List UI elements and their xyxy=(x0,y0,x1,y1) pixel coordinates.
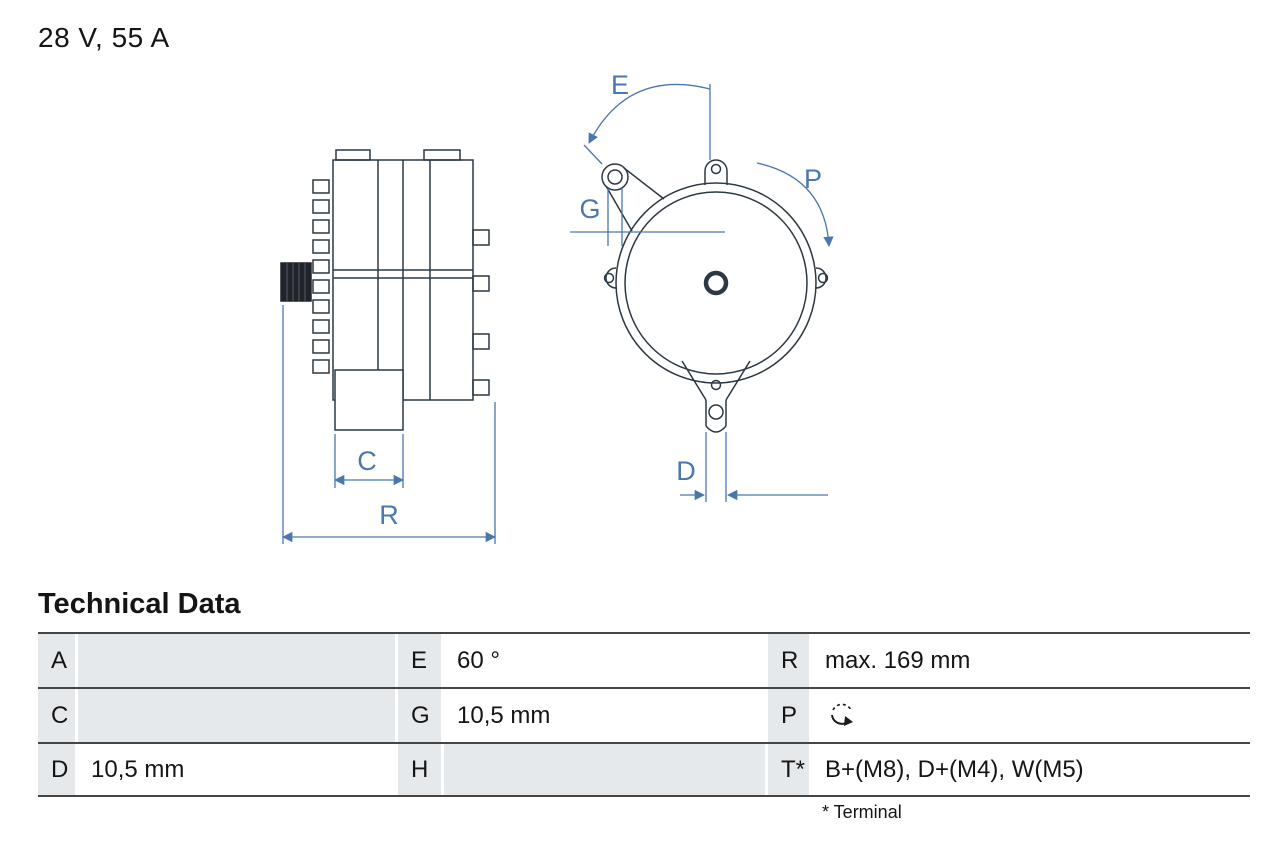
rotation-direction-icon xyxy=(831,703,853,726)
shaft-hole xyxy=(703,270,729,296)
param-d-key: D xyxy=(38,744,78,795)
front-view xyxy=(601,159,829,433)
param-r-value: max. 169 mm xyxy=(825,646,971,674)
shaft-thread xyxy=(280,262,312,302)
param-a-value xyxy=(78,634,398,687)
table-row: D 10,5 mm H T* B+(M8), D+(M4), W(M5) xyxy=(38,742,1250,797)
table-row: C G 10,5 mm P xyxy=(38,687,1250,742)
dimension-label-g: G xyxy=(579,194,600,224)
param-e-key: E xyxy=(398,634,444,687)
dimension-label-p: P xyxy=(804,164,822,194)
technical-data-table: A E 60 ° R max. 169 mm C G 10,5 mm P xyxy=(38,632,1250,797)
param-c-key: C xyxy=(38,689,78,742)
param-h-value xyxy=(444,744,768,795)
param-e-value: 60 ° xyxy=(444,634,768,687)
param-a-key: A xyxy=(38,634,78,687)
dimension-label-e: E xyxy=(611,70,629,100)
side-view xyxy=(280,149,490,431)
param-c-value xyxy=(78,689,398,742)
param-p-value xyxy=(812,689,1250,742)
param-p-key: P xyxy=(768,689,812,742)
table-row: A E 60 ° R max. 169 mm xyxy=(38,632,1250,687)
dimension-label-r: R xyxy=(379,500,399,530)
mounting-foot xyxy=(334,369,404,431)
alternator-technical-drawing: C R E G P D xyxy=(280,70,834,544)
param-h-key: H xyxy=(398,744,444,795)
dimension-lines xyxy=(281,83,834,544)
technical-data-heading: Technical Data xyxy=(38,588,241,620)
param-r-key: R xyxy=(768,634,812,687)
param-g-key: G xyxy=(398,689,444,742)
terminal-footnote: * Terminal xyxy=(822,802,902,822)
param-g-value: 10,5 mm xyxy=(444,689,768,742)
dimension-labels: C R E G P D xyxy=(357,70,822,530)
dimension-label-c: C xyxy=(357,446,377,476)
param-d-value: 10,5 mm xyxy=(78,744,398,795)
param-t-key: T* xyxy=(768,744,812,795)
param-t-value: B+(M8), D+(M4), W(M5) xyxy=(825,755,1084,783)
dimension-label-d: D xyxy=(676,456,696,486)
voltage-current-rating: 28 V, 55 A xyxy=(38,22,170,53)
